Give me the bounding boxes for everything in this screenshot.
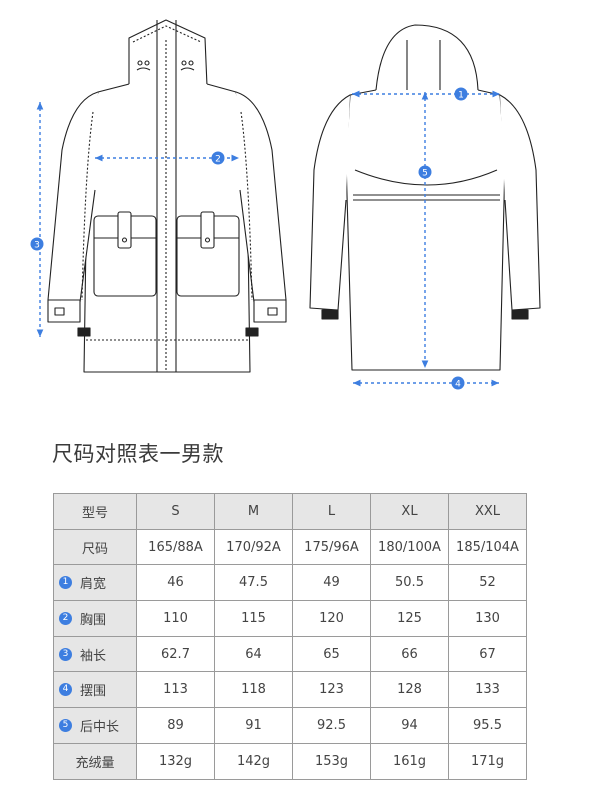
measurement-marker-badge: 2 <box>59 611 72 625</box>
row-label: 后中长 <box>80 719 120 735</box>
table-cell: 94 <box>370 707 449 744</box>
size-header-cell: XXL <box>448 493 527 530</box>
table-cell: 52 <box>448 564 527 602</box>
table-cell: 128 <box>370 671 449 709</box>
table-cell: 62.7 <box>136 635 215 673</box>
table-cell: 142g <box>214 742 293 780</box>
row-label-cell: 充绒量 <box>53 742 137 780</box>
table-cell: 89 <box>136 707 215 744</box>
jacket-back-view <box>309 24 541 371</box>
table-cell: 161g <box>370 742 449 780</box>
marker-3: 3 <box>30 237 44 251</box>
svg-text:3: 3 <box>34 241 40 251</box>
size-header-cell: M <box>214 493 293 530</box>
table-cell: 49 <box>292 564 371 602</box>
measurement-marker-badge: 1 <box>59 576 72 590</box>
table-cell: 65 <box>292 635 371 673</box>
row-label: 肩宽 <box>80 577 107 593</box>
drawcord-left-icon <box>136 60 151 71</box>
row-label-cell: 尺码 <box>53 528 137 566</box>
table-cell: 133 <box>448 671 527 709</box>
row-label: 充绒量 <box>75 755 115 771</box>
size-header-cell: XL <box>370 493 449 530</box>
table-cell: 50.5 <box>370 564 449 602</box>
table-cell: 171g <box>448 742 527 780</box>
measurement-marker-badge: 5 <box>59 718 72 732</box>
table-cell: 47.5 <box>214 564 293 602</box>
svg-text:5: 5 <box>422 169 428 179</box>
table-cell: 64 <box>214 635 293 673</box>
table-cell: 66 <box>370 635 449 673</box>
row-label-cell: 1 肩宽 <box>53 564 137 602</box>
header-label-cell: 型号 <box>53 493 137 530</box>
table-cell: 115 <box>214 600 293 637</box>
svg-text:1: 1 <box>458 91 464 101</box>
jacket-measurement-diagram: 1 2 3 4 5 <box>30 19 541 390</box>
drawcord-right-icon <box>180 60 195 71</box>
table-cell: 125 <box>370 600 449 637</box>
row-label-cell: 5 后中长 <box>53 707 137 744</box>
marker-1: 1 <box>454 87 468 101</box>
table-cell: 118 <box>214 671 293 709</box>
marker-5: 5 <box>418 165 432 179</box>
table-cell: 132g <box>136 742 215 780</box>
table-cell: 67 <box>448 635 527 673</box>
table-cell: 46 <box>136 564 215 602</box>
svg-text:2: 2 <box>215 155 221 165</box>
table-cell: 153g <box>292 742 371 780</box>
jacket-front-view <box>47 19 287 373</box>
row-label: 摆围 <box>80 684 107 700</box>
table-cell: 123 <box>292 671 371 709</box>
size-header-cell: L <box>292 493 371 530</box>
table-cell: 180/100A <box>370 528 449 566</box>
marker-4: 4 <box>451 376 465 390</box>
table-cell: 120 <box>292 600 371 637</box>
table-cell: 130 <box>448 600 527 637</box>
row-label-cell: 4 摆围 <box>53 671 137 709</box>
size-header-cell: S <box>136 493 215 530</box>
table-cell: 91 <box>214 707 293 744</box>
row-label: 袖长 <box>80 648 107 664</box>
row-label: 胸围 <box>80 612 107 628</box>
svg-text:4: 4 <box>455 380 461 390</box>
table-cell: 170/92A <box>214 528 293 566</box>
row-label: 尺码 <box>81 541 108 557</box>
measurement-marker-badge: 4 <box>59 683 72 697</box>
table-cell: 175/96A <box>292 528 371 566</box>
row-label-cell: 3 袖长 <box>53 635 137 673</box>
table-cell: 165/88A <box>136 528 215 566</box>
table-cell: 185/104A <box>448 528 527 566</box>
table-cell: 92.5 <box>292 707 371 744</box>
row-label-cell: 2 胸围 <box>53 600 137 637</box>
marker-2: 2 <box>211 151 225 165</box>
table-cell: 95.5 <box>448 707 527 744</box>
measurement-marker-badge: 3 <box>59 647 72 661</box>
table-cell: 110 <box>136 600 215 637</box>
page-title: 尺码对照表一男款 <box>52 442 224 466</box>
table-cell: 113 <box>136 671 215 709</box>
measurement-markers: 1 2 3 4 5 <box>30 87 468 390</box>
